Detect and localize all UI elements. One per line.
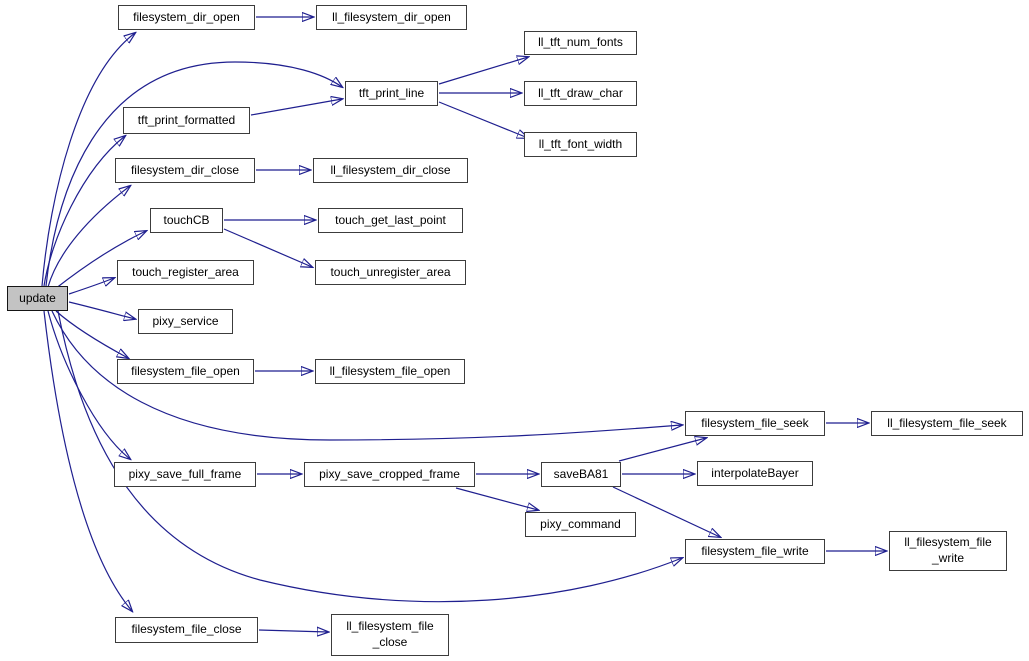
node-filesystem_file_open[interactable]: filesystem_file_open xyxy=(117,359,254,384)
edge-update-filesystem_dir_open xyxy=(41,33,135,287)
node-touch_unregister_area[interactable]: touch_unregister_area xyxy=(315,260,466,285)
node-interpolateBayer[interactable]: interpolateBayer xyxy=(697,461,813,486)
node-tft_print_line[interactable]: tft_print_line xyxy=(345,81,438,106)
edge-update-filesystem_file_close xyxy=(43,310,132,611)
node-pixy_save_full_frame[interactable]: pixy_save_full_frame xyxy=(114,462,256,487)
node-filesystem_dir_close[interactable]: filesystem_dir_close xyxy=(115,158,255,183)
edge-update-touch_register_area xyxy=(68,278,114,295)
node-ll_filesystem_file_close[interactable]: ll_filesystem_file _close xyxy=(331,614,449,656)
node-ll_filesystem_file_seek[interactable]: ll_filesystem_file_seek xyxy=(871,411,1023,436)
edge-update-tft_print_formatted xyxy=(43,136,125,287)
node-touch_get_last_point[interactable]: touch_get_last_point xyxy=(318,208,463,233)
edge-update-filesystem_file_seek xyxy=(51,310,682,441)
edge-touchCB-touch_unregister_area xyxy=(223,228,312,267)
node-ll_filesystem_file_write[interactable]: ll_filesystem_file _write xyxy=(889,531,1007,571)
node-ll_tft_font_width[interactable]: ll_tft_font_width xyxy=(524,132,637,157)
edge-filesystem_file_close-ll_filesystem_file_close xyxy=(258,630,328,632)
node-ll_tft_num_fonts[interactable]: ll_tft_num_fonts xyxy=(524,31,637,55)
edge-update-filesystem_file_open xyxy=(55,310,128,358)
edge-saveBA81-filesystem_file_seek xyxy=(618,438,706,462)
node-tft_print_formatted[interactable]: tft_print_formatted xyxy=(123,107,250,134)
node-ll_filesystem_dir_open[interactable]: ll_filesystem_dir_open xyxy=(316,5,467,30)
node-pixy_service[interactable]: pixy_service xyxy=(138,309,233,334)
node-update[interactable]: update xyxy=(7,286,68,311)
edge-tft_print_line-ll_tft_num_fonts xyxy=(438,57,528,85)
edge-update-touchCB xyxy=(54,231,146,290)
node-filesystem_file_seek[interactable]: filesystem_file_seek xyxy=(685,411,825,436)
edge-tft_print_line-ll_tft_font_width xyxy=(438,101,528,138)
edge-tft_print_formatted-tft_print_line xyxy=(250,99,342,116)
node-filesystem_file_close[interactable]: filesystem_file_close xyxy=(115,617,258,643)
node-ll_tft_draw_char[interactable]: ll_tft_draw_char xyxy=(524,81,637,106)
node-filesystem_file_write[interactable]: filesystem_file_write xyxy=(685,539,825,564)
node-pixy_command[interactable]: pixy_command xyxy=(525,512,636,537)
edge-update-filesystem_dir_close xyxy=(47,186,130,288)
node-touchCB[interactable]: touchCB xyxy=(150,208,223,233)
node-filesystem_dir_open[interactable]: filesystem_dir_open xyxy=(118,5,255,30)
edge-update-filesystem_file_write xyxy=(57,310,682,603)
node-ll_filesystem_dir_close[interactable]: ll_filesystem_dir_close xyxy=(313,158,468,183)
node-touch_register_area[interactable]: touch_register_area xyxy=(117,260,254,285)
edge-pixy_save_cropped_frame-pixy_command xyxy=(455,487,538,510)
edge-saveBA81-filesystem_file_write xyxy=(612,486,720,537)
edge-update-tft_print_line xyxy=(45,61,342,287)
edge-update-pixy_save_full_frame xyxy=(47,310,130,459)
node-saveBA81[interactable]: saveBA81 xyxy=(541,462,621,487)
node-ll_filesystem_file_open[interactable]: ll_filesystem_file_open xyxy=(315,359,465,384)
edge-update-pixy_service xyxy=(68,301,135,319)
node-pixy_save_cropped_frame[interactable]: pixy_save_cropped_frame xyxy=(304,462,475,487)
